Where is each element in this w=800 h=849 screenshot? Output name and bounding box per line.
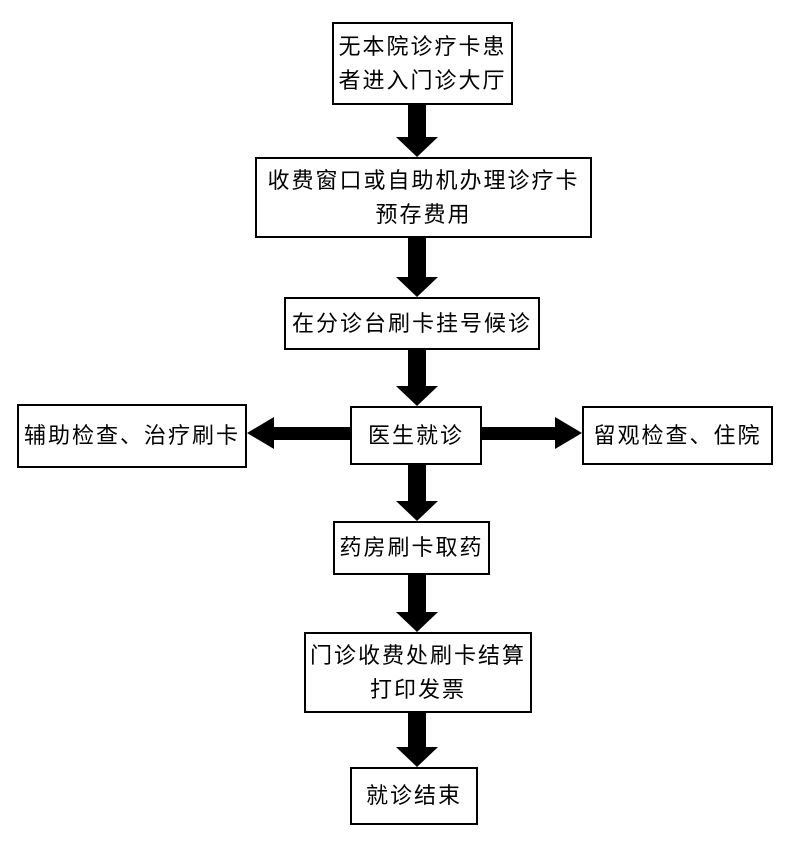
arrow-head <box>247 417 274 449</box>
arrow-head <box>396 501 438 521</box>
node-aux-exam: 辅助检查、治疗刷卡 <box>17 404 247 468</box>
arrow-down-doctor-to-pharmacy-icon <box>396 465 438 521</box>
arrow-shaft <box>408 465 426 501</box>
node-aux-exam-line1: 辅助检查、治疗刷卡 <box>23 423 240 448</box>
arrow-shaft <box>482 426 555 440</box>
node-end: 就诊结束 <box>350 767 478 825</box>
arrow-shaft <box>408 238 426 277</box>
arrow-head <box>396 137 438 157</box>
node-doctor-visit-line1: 医生就诊 <box>367 422 464 448</box>
arrow-head <box>396 386 438 406</box>
node-observation-line1: 留观检查、住院 <box>593 422 762 448</box>
node-billing-line1: 门诊收费处刷卡结算 <box>309 642 526 668</box>
arrow-shaft <box>408 575 426 612</box>
node-entry-line2: 者进入门诊大厅 <box>338 67 507 93</box>
node-triage-line1: 在分诊台刷卡挂号候诊 <box>291 310 532 336</box>
arrow-down-entry-to-fee-icon <box>396 105 438 157</box>
node-triage: 在分诊台刷卡挂号候诊 <box>284 297 540 350</box>
node-pharmacy: 药房刷卡取药 <box>333 521 490 575</box>
node-billing-line2: 打印发票 <box>369 676 466 702</box>
arrow-down-triage-to-doctor-icon <box>396 350 438 406</box>
arrow-left-doctor-to-aux-icon <box>247 417 350 449</box>
arrow-shaft <box>274 426 350 440</box>
arrow-shaft <box>408 105 426 137</box>
node-fee: 收费窗口或自助机办理诊疗卡 预存费用 <box>255 157 592 238</box>
node-end-line1: 就诊结束 <box>365 783 462 808</box>
node-billing: 门诊收费处刷卡结算 打印发票 <box>304 632 532 713</box>
node-fee-line2: 预存费用 <box>375 201 472 227</box>
arrow-head <box>396 277 438 297</box>
arrow-down-pharmacy-to-billing-icon <box>396 575 438 632</box>
arrow-head <box>555 417 582 449</box>
node-entry-line1: 无本院诊疗卡患 <box>338 33 507 59</box>
node-doctor-visit: 医生就诊 <box>350 406 482 465</box>
arrow-right-doctor-to-observation-icon <box>482 417 582 449</box>
node-entry: 无本院诊疗卡患 者进入门诊大厅 <box>332 22 513 105</box>
node-observation: 留观检查、住院 <box>582 406 773 465</box>
arrow-down-fee-to-triage-icon <box>396 238 438 297</box>
arrow-shaft <box>408 713 426 747</box>
arrow-head <box>396 747 438 767</box>
arrow-down-billing-to-end-icon <box>396 713 438 767</box>
node-fee-line1: 收费窗口或自助机办理诊疗卡 <box>267 167 580 193</box>
arrow-head <box>396 612 438 632</box>
arrow-shaft <box>408 350 426 386</box>
node-pharmacy-line1: 药房刷卡取药 <box>339 535 484 560</box>
